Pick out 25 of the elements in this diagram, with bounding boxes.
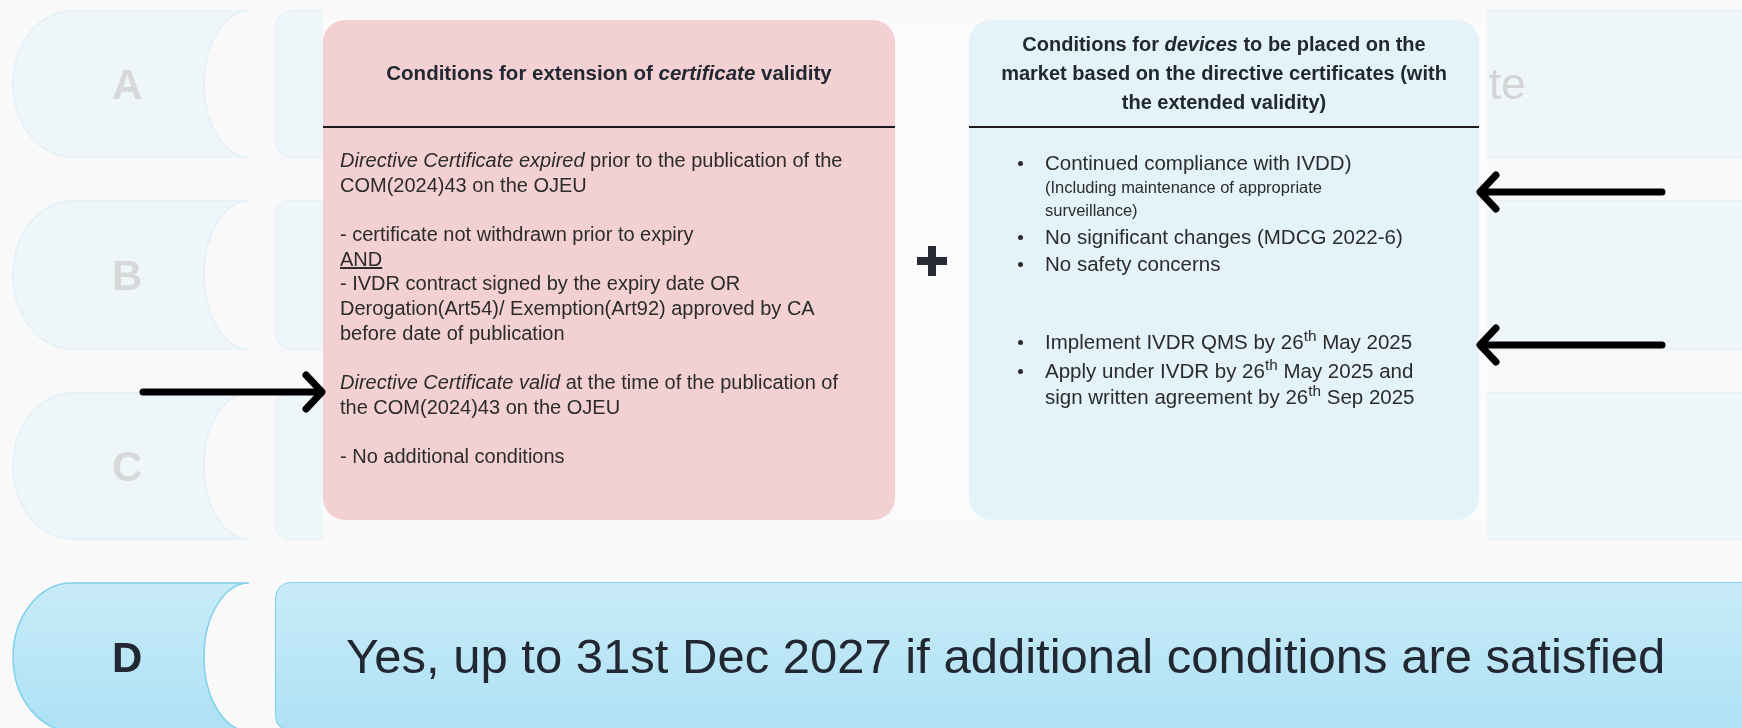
row-letter: D [112,632,143,683]
bullet-text: No significant changes (MDCG 2022-6) [1045,223,1404,249]
row-bar [1487,392,1742,540]
arrow [139,371,326,413]
card-heading: Conditions for extension of certificate validity [386,59,832,86]
row-bar [1487,10,1742,158]
arrow [1476,171,1666,213]
bullet-text: Implement IVDR QMS by 26$^{th}$ May 2025 [1045,328,1414,354]
condition-text: - IVDR contract signed by the expiry date OR Derogation(Art54)/ Exemption(Art92) approved by CA before date of publication [340,271,816,346]
condition-text: AND [340,246,384,272]
bullet-text: No safety concerns [1045,251,1222,277]
row-text: Yes, up to 31st Dec 2027 if additional conditions are satisfied [346,628,1666,686]
arrow [1476,324,1666,366]
condition-text: - No additional conditions [340,444,566,469]
row-bar [275,582,1742,728]
condition-text: Directive Certificate valid at the time of the publication of the COM(2024)43 on the OJEU [340,370,840,420]
condition-text: Directive Certificate expired prior to the publication of the COM(2024)43 on the OJEU [340,148,844,198]
bullet-text: Apply under IVDR by 26$^{th}$ May 2025 and sign written agreement by 26$^{th}$ Sep 2025 [1045,358,1416,409]
condition-card [969,20,1479,520]
condition-text: - certificate not withdrawn prior to expiry [340,222,695,247]
bullet-text: Continued compliance with IVDD) [1045,150,1353,176]
card-heading: Conditions for devices to be placed on the market based on the directive certificates (with the extended validity) [1000,31,1448,115]
row-bar [1487,200,1742,350]
condition-card [323,20,895,520]
note-text: (Including maintenance of appropriate surveillance) [1045,176,1323,221]
